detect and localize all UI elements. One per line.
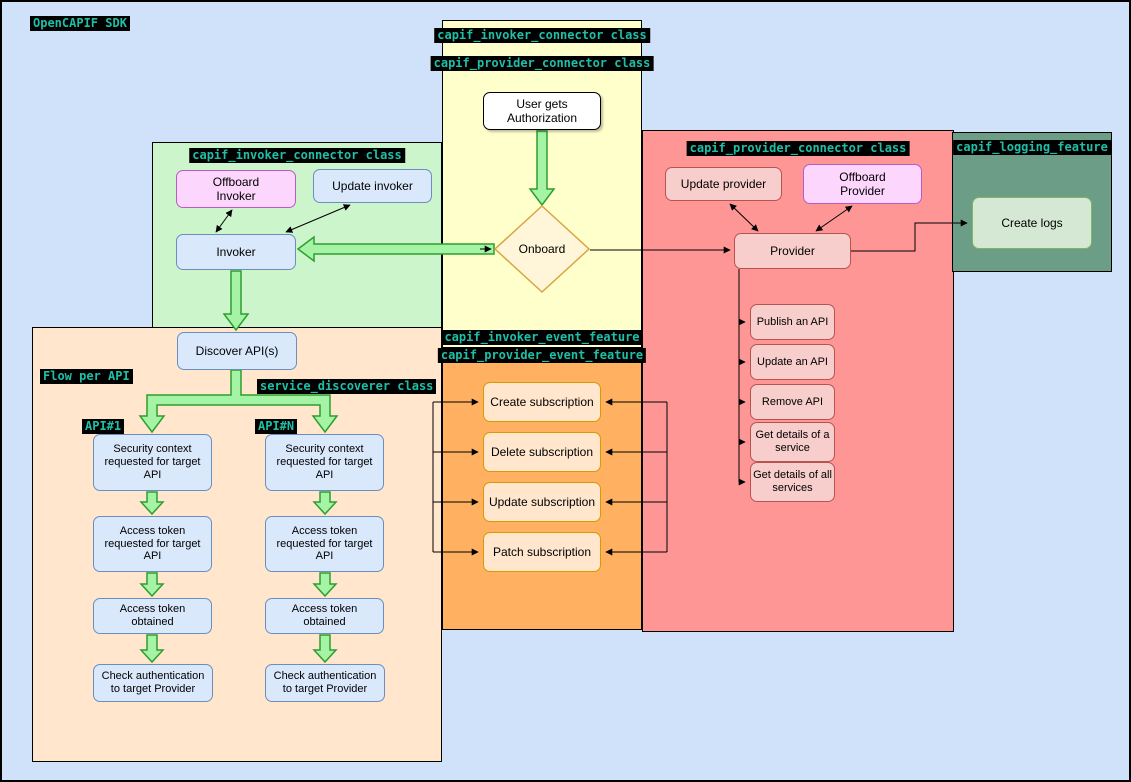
node-access-token-requested-api1: Access token requested for target API [93, 516, 212, 572]
node-check-authentication-api1: Check authentication to target Provider [93, 664, 213, 702]
node-publish-api: Publish an API [750, 304, 835, 340]
node-provider: Provider [734, 233, 851, 269]
panel-provider-connector [642, 130, 954, 632]
node-create-logs: Create logs [972, 197, 1092, 249]
label-api-n: API#N [255, 419, 298, 434]
node-offboard-provider: Offboard Provider [803, 164, 922, 204]
node-get-details-all-services: Get details of all services [750, 462, 835, 502]
onboard-label: Onboard [518, 242, 566, 256]
node-update-subscription: Update subscription [483, 482, 601, 522]
node-patch-subscription: Patch subscription [483, 532, 601, 572]
label-provider-event-feature: capif_provider_event_feature [437, 348, 647, 363]
label-invoker-connector-class-top: capif_invoker_connector class [434, 28, 650, 43]
label-flow-per-api: Flow per API [40, 369, 133, 384]
label-invoker-connector-class: capif_invoker_connector class [189, 148, 405, 163]
node-remove-api: Remove API [750, 384, 835, 420]
node-update-invoker: Update invoker [313, 169, 432, 203]
node-security-context-apin: Security context requested for target AP… [265, 434, 384, 491]
node-check-authentication-apin: Check authentication to target Provider [265, 664, 385, 702]
node-invoker: Invoker [176, 234, 296, 270]
label-api-1: API#1 [82, 419, 125, 434]
label-invoker-event-feature: capif_invoker_event_feature [441, 330, 643, 345]
node-access-token-obtained-api1: Access token obtained [93, 598, 212, 634]
node-security-context-api1: Security context requested for target AP… [93, 434, 212, 491]
node-get-details-service: Get details of a service [750, 422, 835, 462]
label-service-discoverer-class: service_discoverer class [257, 379, 437, 394]
node-onboard-decision: Onboard [494, 205, 590, 293]
node-access-token-obtained-apin: Access token obtained [265, 598, 384, 634]
node-offboard-invoker: Offboard Invoker [176, 170, 296, 208]
label-provider-connector-class-top: capif_provider_connector class [430, 56, 654, 71]
node-user-gets-authorization: User gets Authorization [483, 92, 601, 130]
node-update-provider: Update provider [665, 167, 782, 201]
node-update-api: Update an API [750, 344, 835, 380]
onboard-diamond-shape [494, 205, 590, 293]
node-create-subscription: Create subscription [483, 382, 601, 422]
label-provider-connector-class: capif_provider_connector class [686, 141, 910, 156]
label-logging-feature: capif_logging_feature [953, 140, 1111, 155]
node-discover-apis: Discover API(s) [177, 332, 297, 370]
diagram-title: OpenCAPIF SDK [30, 16, 130, 31]
node-delete-subscription: Delete subscription [483, 432, 601, 472]
node-access-token-requested-apin: Access token requested for target API [265, 516, 384, 572]
